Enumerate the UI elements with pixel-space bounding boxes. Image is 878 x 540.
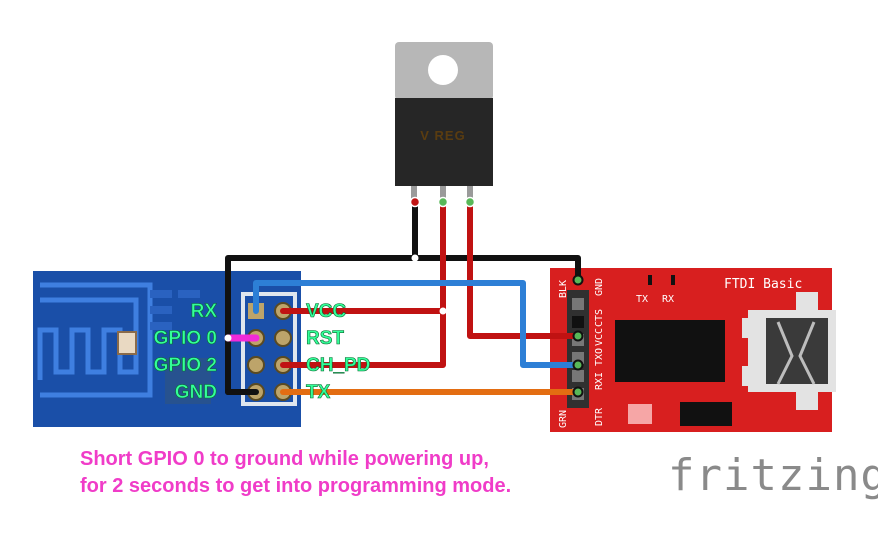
ftdi-wire-end[interactable] bbox=[572, 359, 584, 371]
usb-tab bbox=[796, 390, 818, 410]
ftdi-basic-board: FTDI Basic TX RX BLK GND CTS VCC TXO RXI… bbox=[550, 268, 836, 432]
regulator-lead bbox=[411, 186, 417, 202]
pcb-antenna bbox=[37, 282, 153, 398]
regulator-body bbox=[395, 98, 493, 186]
wire-ground-bus[interactable] bbox=[225, 255, 581, 395]
ftdi-pin-label-cts: CTS bbox=[594, 309, 605, 327]
junction bbox=[439, 307, 447, 315]
ftdi-chip bbox=[615, 320, 725, 382]
esp-chip bbox=[165, 358, 211, 404]
note-line-1: Short GPIO 0 to ground while powering up… bbox=[80, 448, 489, 470]
ftdi-pin-label-vcc: VCC bbox=[594, 328, 605, 346]
esp-label-vcc: VCC bbox=[306, 301, 346, 322]
ftdi-title: FTDI Basic bbox=[724, 277, 802, 292]
wire-rx-txo[interactable] bbox=[253, 280, 581, 368]
wire-3v3-chpd[interactable] bbox=[280, 199, 446, 368]
esp-component bbox=[178, 290, 200, 298]
esp-label-tx: TX bbox=[306, 382, 331, 403]
esp-label-gpio2: GPIO 2 bbox=[154, 355, 217, 376]
ftdi-pin-label-dtr: DTR bbox=[594, 407, 605, 426]
ftdi-component bbox=[680, 402, 732, 426]
esp-label-ch-pd: CH_PD bbox=[306, 355, 370, 376]
ftdi-wire-end[interactable] bbox=[572, 274, 584, 286]
regulator-lead bbox=[440, 186, 446, 202]
ftdi-pin-label-grn: GRN bbox=[558, 410, 569, 428]
ftdi-pin-label-rxi: RXI bbox=[594, 372, 605, 390]
wire-vin-ftdi-vcc[interactable] bbox=[467, 199, 581, 339]
esp-component bbox=[150, 290, 172, 298]
ftdi-led bbox=[648, 275, 652, 285]
fritzing-logo: fritzing bbox=[668, 450, 878, 501]
ftdi-led-label-tx: TX bbox=[636, 294, 648, 305]
ftdi-wire-end[interactable] bbox=[572, 386, 584, 398]
esp8266-module bbox=[33, 271, 301, 427]
regulator-pin-end[interactable] bbox=[409, 196, 421, 208]
ftdi-led bbox=[671, 275, 675, 285]
ftdi-pin-label-blk: BLK bbox=[558, 280, 569, 298]
regulator-pin-end[interactable] bbox=[464, 196, 476, 208]
header-pin[interactable] bbox=[247, 356, 265, 374]
ftdi-wire-end[interactable] bbox=[572, 330, 584, 342]
usb-tab bbox=[796, 292, 818, 312]
regulator-label: V REG bbox=[420, 128, 465, 143]
esp-component bbox=[150, 306, 172, 314]
voltage-regulator: V REG bbox=[395, 42, 493, 202]
regulator-hole bbox=[428, 55, 458, 85]
esp-component bbox=[150, 322, 172, 330]
ftdi-pin[interactable] bbox=[572, 298, 584, 310]
usb-tab bbox=[742, 318, 754, 338]
header-pin[interactable] bbox=[274, 329, 292, 347]
esp-led bbox=[117, 331, 137, 355]
ftdi-component bbox=[628, 404, 652, 424]
ftdi-pin[interactable] bbox=[572, 370, 584, 382]
usb-connector[interactable] bbox=[742, 292, 836, 410]
usb-contacts bbox=[776, 321, 816, 385]
ftdi-pin-label-gnd: GND bbox=[594, 278, 605, 296]
regulator-pin-end[interactable] bbox=[437, 196, 449, 208]
esp-label-rst: RST bbox=[306, 328, 344, 349]
esp-label-gpio0: GPIO 0 bbox=[154, 328, 217, 349]
note-line-2: for 2 seconds to get into programming mo… bbox=[80, 475, 511, 497]
wires bbox=[224, 199, 581, 395]
usb-tab bbox=[742, 366, 754, 386]
ftdi-led-label-rx: RX bbox=[662, 294, 674, 305]
junction bbox=[411, 254, 419, 262]
esp-label-gnd: GND bbox=[175, 382, 217, 403]
ftdi-pin-label-txo: TXO bbox=[594, 348, 605, 366]
ftdi-pin[interactable] bbox=[572, 316, 584, 328]
regulator-lead bbox=[467, 186, 473, 202]
esp-label-rx: RX bbox=[191, 301, 218, 322]
usb-opening bbox=[766, 318, 828, 384]
junction bbox=[224, 334, 232, 342]
